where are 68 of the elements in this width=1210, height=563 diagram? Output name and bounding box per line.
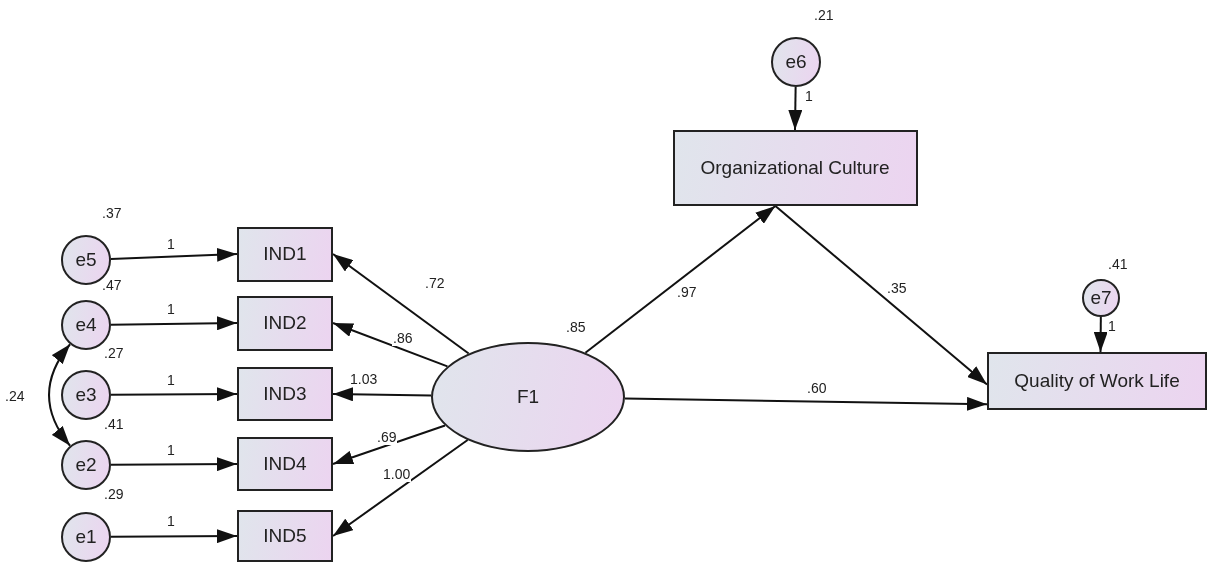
variance-value: .37 (102, 205, 122, 221)
path-coefficient: 1 (166, 236, 176, 252)
variable-name: e3 (75, 384, 97, 406)
path-arrow (110, 387, 238, 402)
observed-variable-box (237, 437, 333, 491)
path-coefficient: .72 (424, 275, 446, 291)
path-arrow (332, 253, 470, 355)
path-arrow (623, 396, 988, 411)
path-coefficient: 1 (166, 513, 176, 529)
path-arrow (774, 205, 988, 386)
observed-variable-box (237, 226, 333, 282)
error-term-circle (61, 300, 111, 350)
path-coefficient: 1 (804, 88, 814, 104)
path-arrow (110, 247, 238, 262)
error-term-circle (61, 440, 111, 490)
path-arrow (110, 457, 238, 472)
path-arrow (332, 424, 447, 465)
observed-variable-box (237, 510, 333, 562)
variable-name: e7 (1090, 287, 1112, 309)
variance-value: .21 (814, 7, 834, 23)
path-coefficient: .69 (376, 429, 398, 445)
variable-name: IND3 (263, 383, 307, 405)
variable-name: e4 (75, 314, 97, 336)
covariance-arrow (48, 343, 72, 447)
path-coefficient: .97 (676, 284, 698, 300)
variable-name: e1 (75, 526, 97, 548)
error-term-circle (61, 512, 111, 562)
variable-name: F1 (516, 386, 540, 408)
variable-name: e5 (75, 249, 97, 271)
path-coefficient: .24 (4, 388, 26, 404)
path-coefficient: .35 (886, 280, 908, 296)
observed-variable-box (237, 295, 333, 351)
path-arrow (332, 387, 433, 402)
variable-name: IND1 (263, 243, 307, 265)
variable-name: IND5 (263, 525, 307, 547)
variance-value: .41 (1108, 256, 1128, 272)
variable-name: Quality of Work Life (1014, 370, 1180, 392)
variance-value: .29 (104, 486, 124, 502)
path-coefficient: 1 (166, 372, 176, 388)
path-arrow (110, 316, 238, 331)
variable-name: e6 (785, 51, 807, 73)
path-coefficient: 1 (1107, 318, 1117, 334)
path-arrow (110, 529, 238, 544)
path-arrow (332, 439, 469, 537)
error-term-circle (1082, 279, 1120, 317)
variance-value: .85 (566, 319, 586, 335)
variance-value: .27 (104, 345, 124, 361)
path-arrow (332, 322, 449, 368)
path-coefficient: 1 (166, 442, 176, 458)
variance-value: .47 (102, 277, 122, 293)
variance-value: .41 (104, 416, 124, 432)
path-coefficient: 1 (166, 301, 176, 317)
path-coefficient: .86 (392, 330, 414, 346)
path-arrow (1093, 316, 1108, 353)
path-arrow (584, 205, 777, 354)
path-coefficient: 1.00 (382, 466, 412, 482)
observed-variable-box (237, 367, 333, 421)
error-term-circle (771, 37, 821, 87)
path-coefficient: .60 (806, 380, 828, 396)
variable-name: e2 (75, 454, 97, 476)
path-arrow (788, 86, 803, 131)
variable-name: IND2 (263, 312, 307, 334)
observed-variable-box (672, 130, 918, 206)
path-coefficient: 1.03 (349, 371, 379, 387)
error-term-circle (61, 370, 111, 420)
observed-variable-box (987, 352, 1207, 410)
variable-name: Organizational Culture (700, 157, 890, 179)
variable-name: IND4 (263, 453, 307, 475)
